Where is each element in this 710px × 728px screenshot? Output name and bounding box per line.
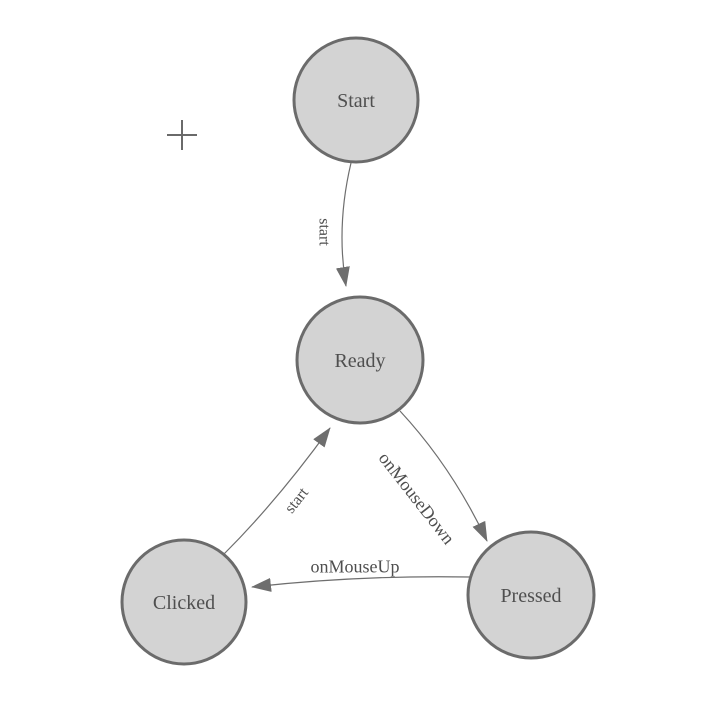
state-circle-start[interactable] [292, 36, 420, 164]
state-node-start[interactable]: Start [292, 36, 420, 164]
state-label-ready: Ready [334, 350, 385, 372]
transition-label-pressed-to-clicked: onMouseUp [311, 556, 400, 576]
transition-line-clicked-to-ready [223, 427, 331, 555]
transition-line-ready-to-pressed [399, 410, 488, 542]
transition-start-to-ready: start [315, 162, 352, 287]
state-label-pressed: Pressed [500, 585, 561, 607]
transition-label-start-to-ready: start [315, 218, 332, 246]
transition-ready-to-pressed: onMouseDown [375, 410, 488, 548]
transition-clicked-to-ready: start [223, 427, 331, 555]
state-label-clicked: Clicked [153, 592, 215, 614]
crosshair-icon [167, 120, 197, 150]
transition-line-pressed-to-clicked [251, 576, 471, 592]
state-circle-ready[interactable] [295, 295, 425, 425]
state-node-pressed[interactable]: Pressed [466, 530, 596, 660]
state-circle-pressed[interactable] [466, 530, 596, 660]
state-node-ready[interactable]: Ready [295, 295, 425, 425]
transition-label-ready-to-pressed: onMouseDown [375, 448, 459, 548]
state-circle-clicked[interactable] [120, 538, 248, 666]
transition-label-clicked-to-ready: start [282, 484, 313, 517]
transition-pressed-to-clicked: onMouseUp [251, 556, 471, 592]
state-label-start: Start [337, 90, 375, 112]
transition-line-start-to-ready [335, 162, 352, 287]
state-node-clicked[interactable]: Clicked [120, 538, 248, 666]
